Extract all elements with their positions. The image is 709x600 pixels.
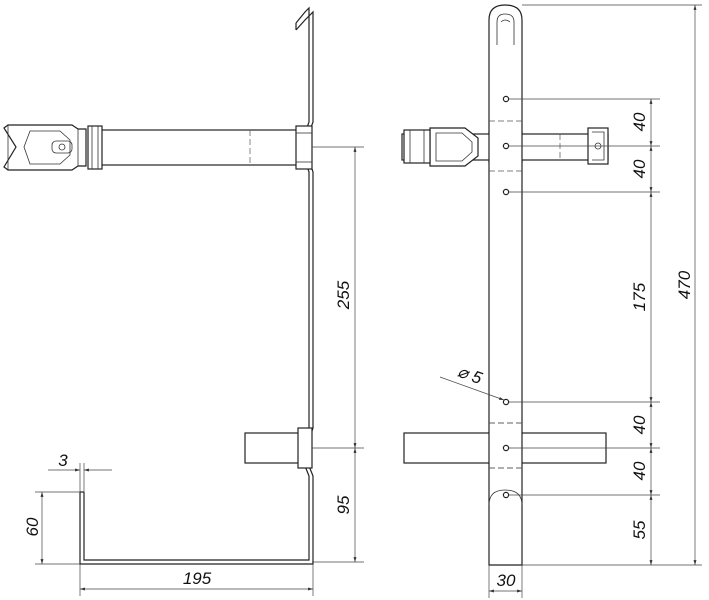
dim-60-label: 60 <box>23 517 42 536</box>
dim-30-label: 30 <box>497 571 516 590</box>
lower-arm <box>244 427 313 469</box>
hole <box>502 398 510 406</box>
mast-strip <box>488 4 523 566</box>
upper-arm <box>3 124 313 171</box>
front-dim-extensions <box>509 4 702 566</box>
hole <box>502 95 510 103</box>
dim-3: 3 <box>48 451 112 492</box>
hole <box>502 188 510 196</box>
dim-95: 95 <box>312 448 364 563</box>
front-view: 40 40 175 40 40 55 470 ⌀ 5 30 <box>401 4 702 598</box>
dim-40-a-label: 40 <box>630 112 649 131</box>
chain-dimensions: 40 40 175 40 40 55 <box>630 99 653 565</box>
dim-40-c-label: 40 <box>630 415 649 434</box>
hole <box>502 491 510 499</box>
dim-470: 470 <box>675 5 697 565</box>
dim-195: 195 <box>79 564 314 596</box>
dim-95-label: 95 <box>334 495 353 514</box>
dim-175-label: 175 <box>630 282 649 311</box>
dim-40-b-label: 40 <box>630 159 649 178</box>
dim-255-label: 255 <box>334 280 353 310</box>
dim-40-d-label: 40 <box>630 461 649 480</box>
dim-30: 30 <box>488 565 523 598</box>
dim-195-label: 195 <box>183 569 212 588</box>
dim-255: 255 <box>312 146 364 449</box>
dim-470-label: 470 <box>675 270 694 299</box>
dim-55-label: 55 <box>630 520 649 539</box>
dim-3-label: 3 <box>58 451 68 470</box>
dim-60: 60 <box>23 491 80 565</box>
bracket-profile <box>83 6 310 561</box>
side-view: 255 95 60 3 195 <box>3 6 364 596</box>
hole <box>502 142 510 150</box>
upper-arm-front <box>401 127 609 167</box>
hole <box>502 444 510 452</box>
mounting-holes <box>502 95 510 499</box>
bracket-profile-inner <box>79 10 314 565</box>
dim-hole-diameter: ⌀ 5 <box>439 362 505 401</box>
